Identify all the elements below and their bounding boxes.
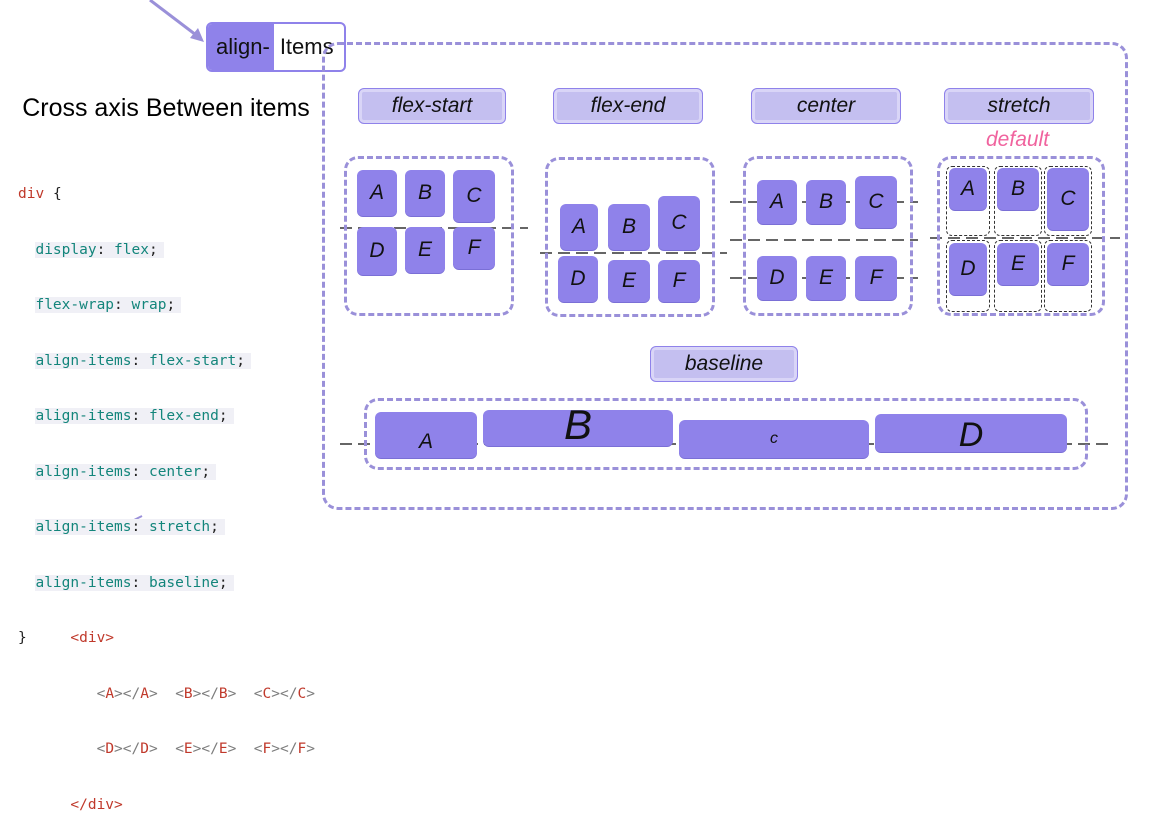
item-b: B xyxy=(997,168,1039,210)
align-items-title: align- Items xyxy=(206,22,346,72)
code-prop: align-items xyxy=(35,519,132,535)
html-tag-e: <E></E> xyxy=(175,741,237,757)
code-value: wrap xyxy=(131,297,167,313)
stretch-cell-a xyxy=(946,166,990,236)
item-c: C xyxy=(658,196,700,250)
code-close-brace: } xyxy=(18,630,27,646)
item-a: A xyxy=(357,170,397,216)
code-prop: align-items xyxy=(35,408,132,424)
stretch-cell-c xyxy=(1044,166,1092,236)
code-prop: align-items xyxy=(35,463,132,480)
code-value: flex xyxy=(114,241,149,258)
stretch-cell-d xyxy=(946,240,990,312)
html-row-2: <D></D> <E></E> <F></F> xyxy=(97,741,315,757)
code-value: center xyxy=(148,463,202,480)
code-prop: flex-wrap xyxy=(35,297,115,313)
code-prop: align-items xyxy=(35,574,132,591)
item-d: D xyxy=(558,256,598,302)
section-heading: Cross axis Between items xyxy=(22,94,310,122)
item-c: C xyxy=(453,170,495,222)
code-prop: align-items xyxy=(35,352,132,369)
html-tag-d: <D></D> xyxy=(96,741,158,757)
title-left: align- xyxy=(208,24,274,70)
code-prop: display xyxy=(35,241,97,258)
html-tag-f: <F></F> xyxy=(253,741,315,757)
item-c: C xyxy=(855,176,897,228)
item-e: E xyxy=(997,243,1039,285)
stretch-cell-e xyxy=(994,240,1042,312)
code-value: stretch xyxy=(148,519,211,535)
html-tag-c: <C></C> xyxy=(253,685,315,702)
item-a: A xyxy=(560,204,598,250)
item-f: F xyxy=(658,260,700,302)
stretch-cell-b xyxy=(994,166,1042,236)
html-open: <div> xyxy=(70,630,115,646)
label-flex-start: flex-start xyxy=(358,88,506,124)
panel-flex-start xyxy=(344,156,514,316)
html-close: </div> xyxy=(70,796,123,813)
html-row-1: <A></A> <B></B> <C></C> xyxy=(97,686,315,702)
label-flex-end: flex-end xyxy=(553,88,703,124)
outer-container xyxy=(322,42,1128,510)
item-e: E xyxy=(405,227,445,273)
label-center: center xyxy=(751,88,901,124)
item-d: D xyxy=(949,243,987,295)
baseline-item-a: A xyxy=(375,412,477,458)
stretch-cell-f xyxy=(1044,240,1092,312)
code-selector: div xyxy=(18,186,45,202)
item-b: B xyxy=(806,180,846,224)
html-tag-b: <B></B> xyxy=(175,685,237,702)
item-b: B xyxy=(405,170,445,216)
panel-baseline xyxy=(364,398,1088,470)
baseline-item-b: B xyxy=(483,404,673,446)
item-d: D xyxy=(357,227,397,275)
item-f: F xyxy=(453,227,495,269)
item-c: C xyxy=(1047,168,1089,230)
baseline-item-c: c xyxy=(679,420,869,458)
code-value: baseline xyxy=(148,574,219,591)
label-baseline: baseline xyxy=(650,346,798,382)
item-a: A xyxy=(757,180,797,224)
item-d: D xyxy=(757,256,797,300)
item-b: B xyxy=(608,204,650,250)
panel-flex-end xyxy=(545,157,715,317)
code-value: flex-start xyxy=(148,352,237,369)
panel-stretch xyxy=(937,156,1105,316)
item-f: F xyxy=(855,256,897,300)
item-f: F xyxy=(1047,243,1089,285)
label-default: default xyxy=(986,128,1050,151)
code-open-brace: { xyxy=(52,186,62,202)
html-tag-a: <A></A> xyxy=(96,685,158,702)
item-e: E xyxy=(806,256,846,300)
label-stretch: stretch xyxy=(944,88,1094,124)
code-value: flex-end xyxy=(148,408,219,424)
panel-center xyxy=(743,156,913,316)
item-e: E xyxy=(608,260,650,302)
baseline-item-d: D xyxy=(875,414,1067,452)
code-block: div { display: flex; flex-wrap: wrap; al… xyxy=(18,186,315,813)
item-a: A xyxy=(949,168,987,210)
